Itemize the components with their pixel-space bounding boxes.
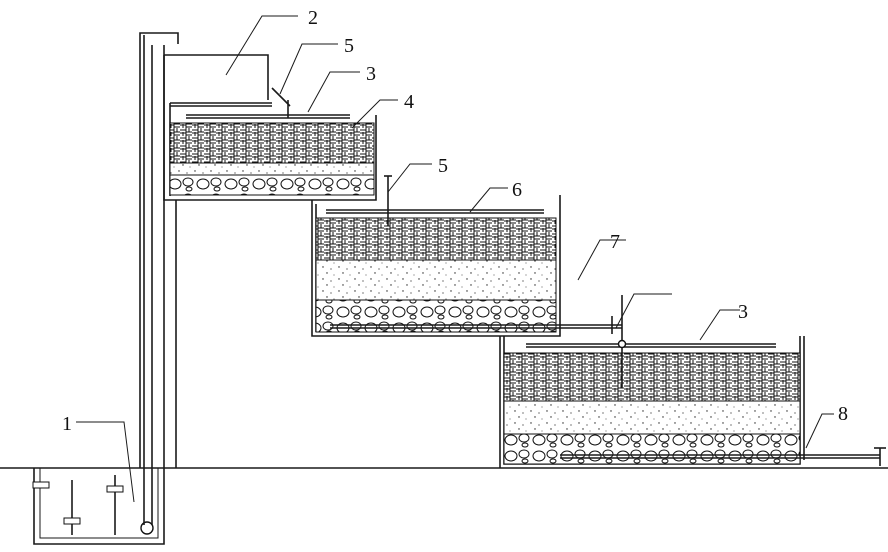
callout-5-top: 5 [344,35,354,57]
filter-tank-middle [311,175,622,337]
callout-3-top: 3 [366,63,376,85]
callout-2: 2 [308,7,318,29]
filter-tank-top [163,54,377,201]
callout-6: 6 [512,179,522,201]
valve-icon [617,339,627,349]
sump-tank [32,468,165,545]
callout-3-bottom: 3 [738,301,748,323]
callout-8: 8 [838,403,848,425]
filter-tank-bottom [499,295,886,468]
callout-7: 7 [610,231,620,253]
callout-5-mid: 5 [438,155,448,177]
callout-4: 4 [404,91,414,113]
leader-lines [76,15,834,503]
callout-1: 1 [62,413,72,435]
riser-column [139,32,179,525]
